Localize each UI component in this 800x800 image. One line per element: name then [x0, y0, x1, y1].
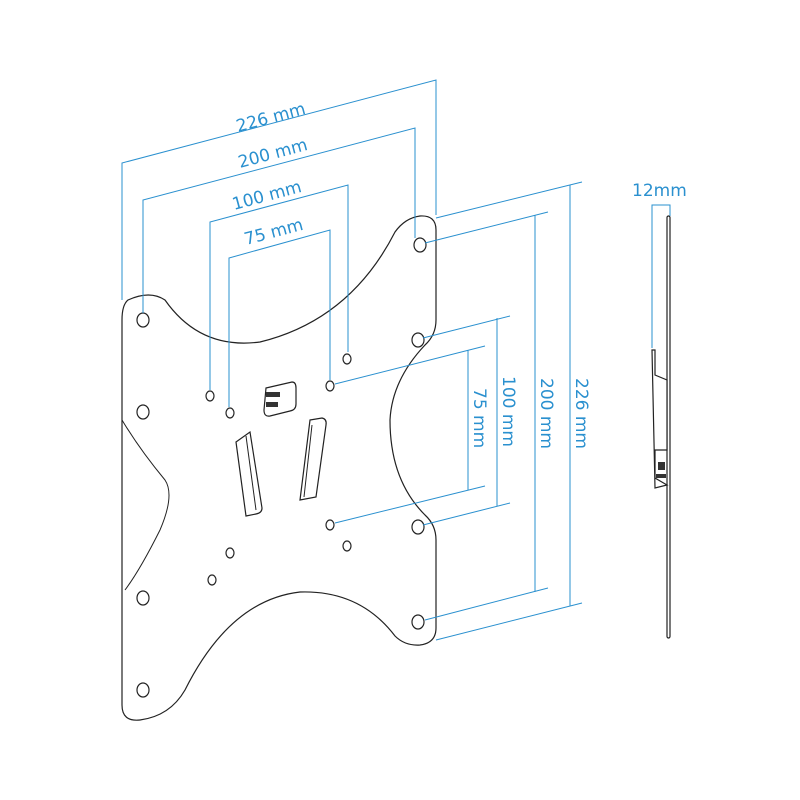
- hook-slot-right: [299, 417, 327, 501]
- mount-plate-front-view: [121, 215, 437, 721]
- mount-side-view: 12mm: [632, 181, 687, 639]
- lock-bracket: [263, 381, 297, 417]
- width-100-label: 100 mm: [230, 177, 304, 215]
- height-75-label: 75 mm: [469, 388, 489, 448]
- hook-slot-left: [235, 430, 263, 517]
- width-226-label: 226 mm: [234, 99, 308, 137]
- height-226-label: 226 mm: [571, 378, 591, 449]
- height-200-label: 200 mm: [536, 378, 556, 449]
- mounting-holes: [136, 237, 427, 698]
- depth-12mm-label: 12mm: [632, 181, 687, 201]
- height-100-label: 100 mm: [498, 376, 518, 447]
- width-200-label: 200 mm: [236, 135, 310, 173]
- height-dimensions: 226 mm 200 mm 100 mm 75 mm: [334, 181, 591, 641]
- width-75-label: 75 mm: [242, 215, 305, 250]
